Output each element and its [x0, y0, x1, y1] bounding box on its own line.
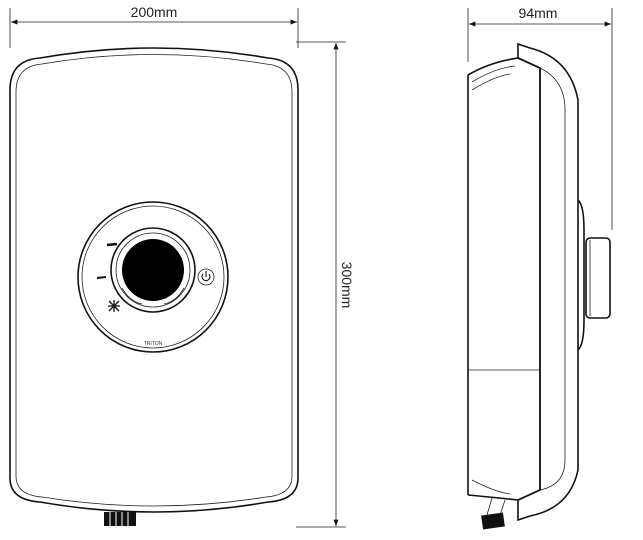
cold-snowflake-icon[interactable]	[108, 300, 120, 312]
width-label: 200mm	[131, 4, 178, 20]
temperature-knob[interactable]	[122, 239, 184, 301]
brand-logo: TRITON	[144, 341, 163, 347]
depth-dimension: 94mm	[467, 5, 613, 230]
side-dial-profile	[577, 199, 611, 351]
outlet-connector	[104, 512, 136, 526]
high-power-icon[interactable]	[106, 242, 118, 247]
front-view: TRITON	[9, 47, 299, 526]
depth-label: 94mm	[519, 5, 558, 21]
side-outlet-connector	[481, 497, 506, 530]
control-dial[interactable]	[77, 201, 229, 353]
width-dimension: 200mm	[9, 4, 299, 48]
power-button-icon[interactable]	[197, 268, 215, 286]
height-dimension: 300mm	[296, 41, 355, 528]
height-label: 300mm	[339, 262, 355, 309]
low-power-icon[interactable]	[96, 276, 107, 279]
side-view	[467, 42, 611, 530]
